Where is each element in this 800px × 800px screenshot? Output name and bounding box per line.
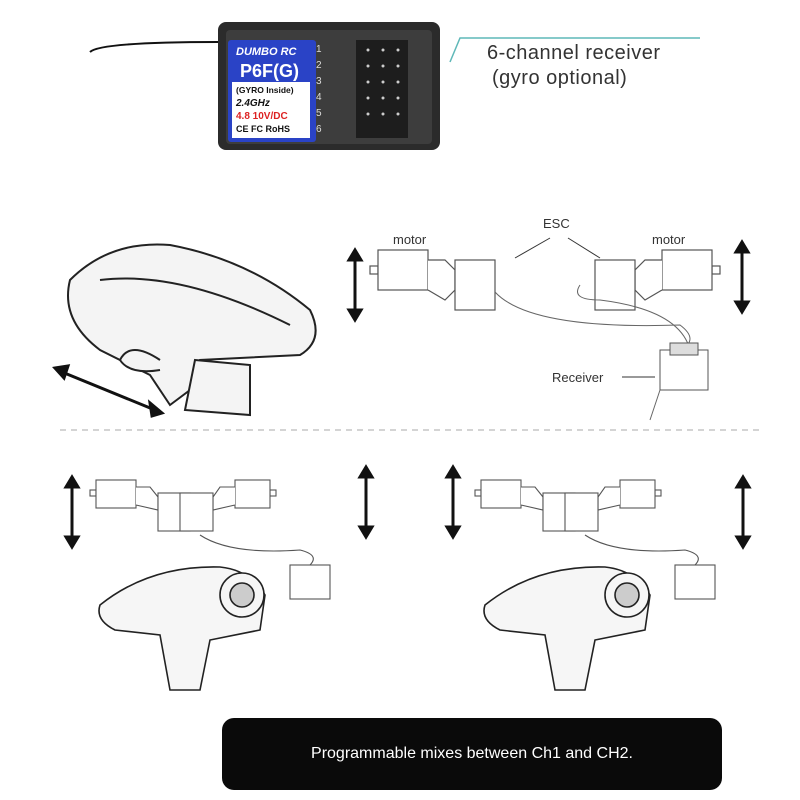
svg-text:(GYRO Inside): (GYRO Inside) <box>236 85 294 95</box>
small-receiver <box>659 342 709 391</box>
svg-text:4.8 10V/DC: 4.8 10V/DC <box>236 111 288 122</box>
arrow-panel-right-a <box>445 465 461 539</box>
brand-text: DUMBO RC <box>236 46 298 58</box>
svg-text:2: 2 <box>316 60 322 71</box>
caption-text: Programmable mixes between Ch1 and CH2. <box>311 745 633 762</box>
bottom-mixing-diagrams <box>64 465 751 691</box>
esc-pointer-right <box>567 237 601 259</box>
motor-label-right: motor <box>652 232 686 247</box>
receiver-illustration: DUMBO RC P6F(G) (GYRO Inside) 2.4GHz 4.8… <box>89 22 700 150</box>
callout-subtitle: (gyro optional) <box>492 67 628 89</box>
arrow-panel-right-b <box>735 475 751 549</box>
motor-label-left: motor <box>393 232 427 247</box>
antenna-wire <box>89 41 219 53</box>
esc-pointer-left <box>514 237 551 259</box>
callout-line <box>449 37 700 63</box>
receiver-label: Receiver <box>552 370 604 385</box>
throttle-arrow <box>52 364 166 418</box>
svg-text:4: 4 <box>316 92 322 103</box>
top-mixing-diagram <box>52 237 760 431</box>
motor-esc-right <box>594 249 721 311</box>
svg-text:1: 1 <box>316 44 322 55</box>
servo-pin-header <box>356 40 408 138</box>
svg-text:5: 5 <box>316 108 322 119</box>
caption-banner: Programmable mixes between Ch1 and CH2. <box>222 718 722 790</box>
arrow-panel-left-b <box>358 465 374 539</box>
panel-right <box>474 479 716 691</box>
motor-esc-left <box>369 249 496 311</box>
model-text: P6F(G) <box>240 61 299 81</box>
panel-left <box>89 479 331 691</box>
svg-text:2.4GHz: 2.4GHz <box>235 98 270 109</box>
arrow-panel-left-a <box>64 475 80 549</box>
esc-label: ESC <box>543 216 570 231</box>
arrow-left-motor <box>347 248 363 322</box>
svg-text:CE FC RoHS: CE FC RoHS <box>236 124 290 134</box>
transmitter-illustration <box>67 243 317 417</box>
svg-text:6: 6 <box>316 124 322 135</box>
arrow-right-motor <box>734 240 750 314</box>
callout-title: 6-channel receiver <box>487 42 661 64</box>
svg-text:3: 3 <box>316 76 322 87</box>
